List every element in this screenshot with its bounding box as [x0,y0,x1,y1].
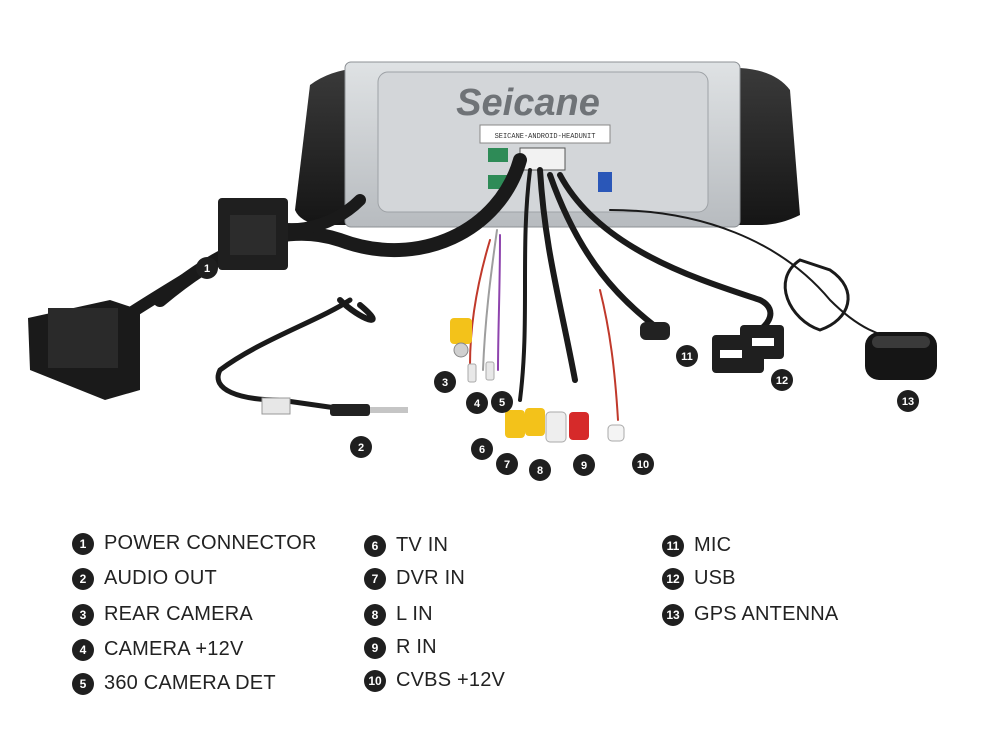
legend: 1 POWER CONNECTOR 2 AUDIO OUT 3 REAR CAM… [0,528,982,728]
legend-item-4: 4 CAMERA +12V [72,638,244,661]
svg-text:12: 12 [776,375,788,387]
legend-badge: 6 [364,534,386,557]
callout-1: 1 [196,257,218,279]
legend-badge: 10 [364,669,386,692]
legend-item-6: 6 TV IN [364,534,448,557]
svg-text:6: 6 [479,444,485,456]
legend-badge: 2 [72,567,94,590]
legend-label: USB [694,567,736,589]
svg-text:5: 5 [499,397,505,409]
svg-text:3: 3 [442,377,448,389]
svg-text:2: 2 [358,442,364,454]
legend-item-5: 5 360 CAMERA DET [72,672,276,695]
callout-12: 12 [771,369,793,391]
brand-logo: Seicane [456,82,600,124]
callout-3: 3 [434,371,456,393]
signal-wires [469,229,619,421]
callout-8: 8 [529,459,551,481]
legend-badge: 11 [662,534,684,557]
legend-item-13: 13 GPS ANTENNA [662,603,838,626]
legend-label: GPS ANTENNA [694,603,839,625]
legend-badge: 4 [72,638,94,661]
legend-label: DVR IN [396,567,465,589]
legend-label: L IN [396,603,433,625]
svg-text:13: 13 [902,396,914,408]
svg-text:9: 9 [581,460,587,472]
legend-label: REAR CAMERA [104,603,253,625]
head-unit-label: SEICANE-ANDROID-HEADUNIT [495,133,596,141]
svg-text:10: 10 [637,459,649,471]
legend-item-11: 11 MIC [662,534,731,557]
callout-11: 11 [676,345,698,367]
legend-label: AUDIO OUT [104,567,217,589]
legend-badge: 8 [364,603,386,626]
svg-text:11: 11 [681,351,693,363]
legend-badge: 9 [364,636,386,659]
callout-9: 9 [573,454,595,476]
legend-badge: 7 [364,567,386,590]
rca-bundle [467,361,625,443]
legend-badge: 3 [72,603,94,626]
legend-badge: 1 [72,532,94,555]
wiring-harness-diagram: SEICANE-ANDROID-HEADUNIT Seicane [28,61,937,481]
mic-connector [640,322,670,340]
rear-camera-rca [450,318,472,358]
callout-10: 10 [632,453,654,475]
callout-4: 4 [466,392,488,414]
svg-text:1: 1 [204,263,210,275]
legend-label: MIC [694,534,732,556]
usb-connectors [712,325,784,373]
callout-6: 6 [471,438,493,460]
legend-item-10: 10 CVBS +12V [364,669,505,692]
gps-antenna [865,332,937,380]
svg-text:7: 7 [504,459,510,471]
legend-item-2: 2 AUDIO OUT [72,567,217,590]
legend-badge: 13 [662,603,684,626]
legend-badge: 12 [662,567,684,590]
legend-item-8: 8 L IN [364,603,433,626]
legend-label: CVBS +12V [396,669,506,691]
legend-label: CAMERA +12V [104,638,244,660]
legend-item-12: 12 USB [662,567,736,590]
legend-label: 360 CAMERA DET [104,672,276,694]
legend-item-9: 9 R IN [364,636,437,659]
audio-out-jack [261,397,408,416]
head-unit: SEICANE-ANDROID-HEADUNIT Seicane [295,61,800,228]
callout-13: 13 [897,390,919,412]
legend-item-7: 7 DVR IN [364,567,465,590]
callout-7: 7 [496,453,518,475]
legend-label: POWER CONNECTOR [104,532,317,554]
legend-label: TV IN [396,534,449,556]
legend-item-1: 1 POWER CONNECTOR [72,532,317,555]
callout-2: 2 [350,436,372,458]
svg-text:8: 8 [537,465,543,477]
callout-5: 5 [491,391,513,413]
legend-item-3: 3 REAR CAMERA [72,603,253,626]
legend-label: R IN [396,636,437,658]
power-connector [28,198,288,400]
legend-badge: 5 [72,672,94,695]
svg-text:4: 4 [474,398,481,410]
